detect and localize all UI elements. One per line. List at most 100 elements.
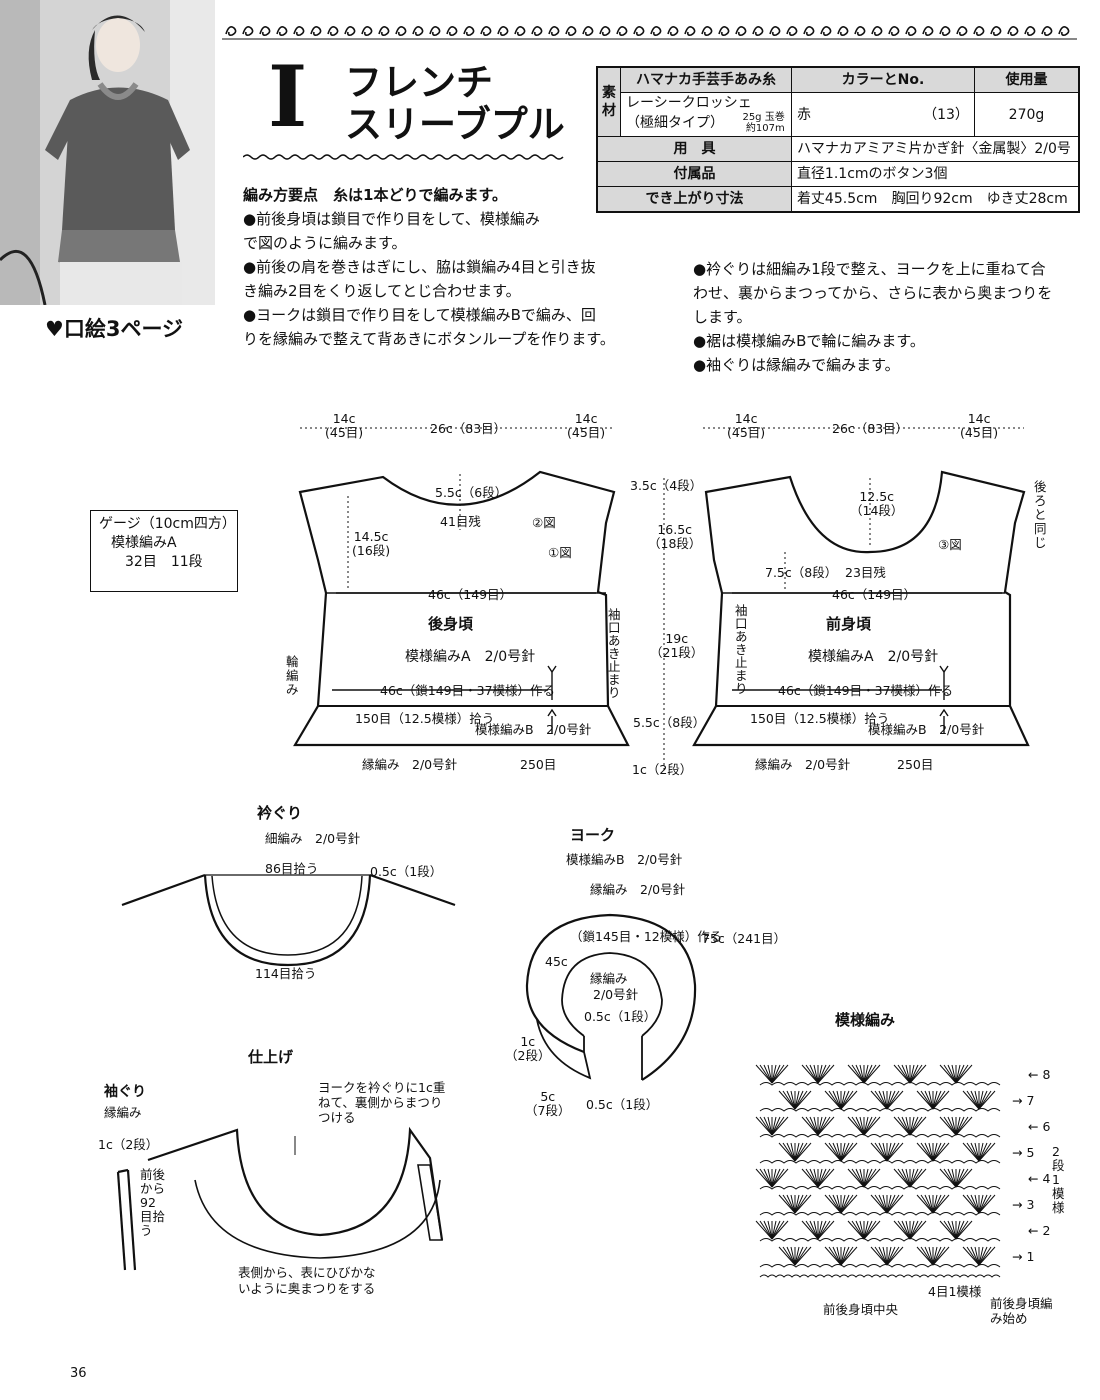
chart-stitch (939, 1116, 957, 1136)
chart-stitch (966, 1142, 980, 1162)
chart-stitch (901, 1220, 911, 1240)
chart-repeat-note: 2段1模様 (1052, 1144, 1065, 1215)
chart-stitch (870, 1246, 888, 1266)
chart-stitch (932, 1142, 950, 1162)
chart-stitch (932, 1090, 942, 1110)
tools-label: 用 具 (596, 136, 792, 162)
chart-repeat-sts: 4目1模様 (928, 1284, 982, 1299)
chart-stitch (878, 1142, 888, 1162)
front-neck-sts: 23目残 (845, 565, 886, 580)
chart-stitch (920, 1142, 934, 1162)
yoke-inner: 45c (545, 954, 568, 969)
chart-stitch (924, 1246, 934, 1266)
chart-chain-row (759, 1108, 1001, 1112)
chart-stitch (824, 1246, 842, 1266)
chart-stitch (771, 1220, 777, 1240)
chart-stitch (955, 1116, 973, 1136)
chart-stitch (920, 1194, 934, 1214)
chart-stitch (924, 1194, 934, 1214)
chart-stitch (905, 1168, 911, 1188)
chart-stitch (974, 1194, 980, 1214)
chart-stitch (778, 1142, 796, 1162)
chart-stitch (870, 1142, 888, 1162)
back-top-mid: 26c（83目） (430, 421, 507, 436)
chart-stitch (886, 1246, 892, 1266)
chart-stitch (817, 1116, 823, 1136)
chart-stitch (909, 1168, 927, 1188)
front-top-left: 14c(45目) (727, 411, 766, 440)
chart-stitch (771, 1116, 781, 1136)
chart-stitch (790, 1142, 796, 1162)
neckline-top-sts: 86目拾う (265, 861, 319, 876)
chart-stitch (897, 1116, 911, 1136)
chart-stitch (794, 1246, 812, 1266)
chart-stitch (794, 1090, 804, 1110)
chart-stitch (828, 1090, 842, 1110)
chart-stitch (817, 1064, 835, 1084)
chart-stitch (794, 1246, 800, 1266)
chart-stitch (955, 1168, 973, 1188)
chart-stitch (840, 1246, 850, 1266)
chart-stitch (943, 1116, 957, 1136)
chart-center-note: 前後身頃中央 (823, 1302, 899, 1317)
chart-stitch (801, 1116, 819, 1136)
yoke-bottom-depth: 0.5c（1段） (586, 1097, 659, 1112)
chart-stitch (863, 1064, 869, 1084)
chart-stitch (836, 1090, 842, 1110)
gauge-box: ゲージ（10cm四方） 模様編みA 32目 11段 (90, 510, 238, 592)
chart-stitch (870, 1194, 888, 1214)
chart-stitch (851, 1168, 865, 1188)
chart-stitch (962, 1194, 980, 1214)
chart-stitch (851, 1064, 865, 1084)
chart-stitch (863, 1168, 881, 1188)
chart-stitch (840, 1090, 846, 1110)
chart-stitch (932, 1246, 942, 1266)
chart-stitch (962, 1246, 980, 1266)
chart-stitch (886, 1142, 904, 1162)
chart-stitch (805, 1168, 819, 1188)
chart-stitch (874, 1090, 888, 1110)
front-body-outline (692, 470, 1030, 747)
chart-stitch (759, 1116, 773, 1136)
chart-stitch (978, 1194, 988, 1214)
decorative-border (222, 16, 1077, 42)
chart-stitch (824, 1090, 842, 1110)
chart-stitch (932, 1090, 938, 1110)
chart-stitch (920, 1246, 934, 1266)
chart-stitch (805, 1116, 819, 1136)
chart-stitch (786, 1194, 796, 1214)
chart-stitch (832, 1246, 842, 1266)
chart-stitch (909, 1064, 927, 1084)
chart-stitch (840, 1246, 858, 1266)
chart-stitch (947, 1168, 957, 1188)
chart-stitch (759, 1064, 773, 1084)
chart-stitch (932, 1194, 942, 1214)
chart-row-label: → 7 (1012, 1093, 1035, 1108)
chart-stitch (974, 1246, 980, 1266)
chart-stitch (955, 1220, 965, 1240)
back-body-title: 後身頃 (428, 615, 474, 633)
chart-stitch (966, 1246, 980, 1266)
chart-stitch (801, 1220, 819, 1240)
chart-stitch (970, 1090, 980, 1110)
chart-stitch (786, 1142, 796, 1162)
chart-stitch (863, 1168, 873, 1188)
chart-stitch (794, 1194, 804, 1214)
chart-stitch (840, 1142, 858, 1162)
chart-stitch (767, 1220, 773, 1240)
chart-stitch (763, 1116, 773, 1136)
front-top-mid: 26c（83目） (832, 421, 909, 436)
chart-stitch (863, 1168, 869, 1188)
chart-stitch (840, 1090, 858, 1110)
yarn-header: ハマナカ手芸手あみ糸 (620, 66, 792, 93)
yoke-band: 5c（7段） (525, 1089, 571, 1118)
chart-stitch (771, 1168, 789, 1188)
chart-stitch (932, 1090, 950, 1110)
chart-stitch (771, 1064, 777, 1084)
color-header: カラーとNo. (790, 66, 975, 93)
chart-stitch (970, 1194, 980, 1214)
chart-stitch (817, 1220, 823, 1240)
chart-stitch (955, 1168, 965, 1188)
size-value: 着丈45.5cm 胸回り92cm ゆき丈28cm (790, 186, 1080, 213)
